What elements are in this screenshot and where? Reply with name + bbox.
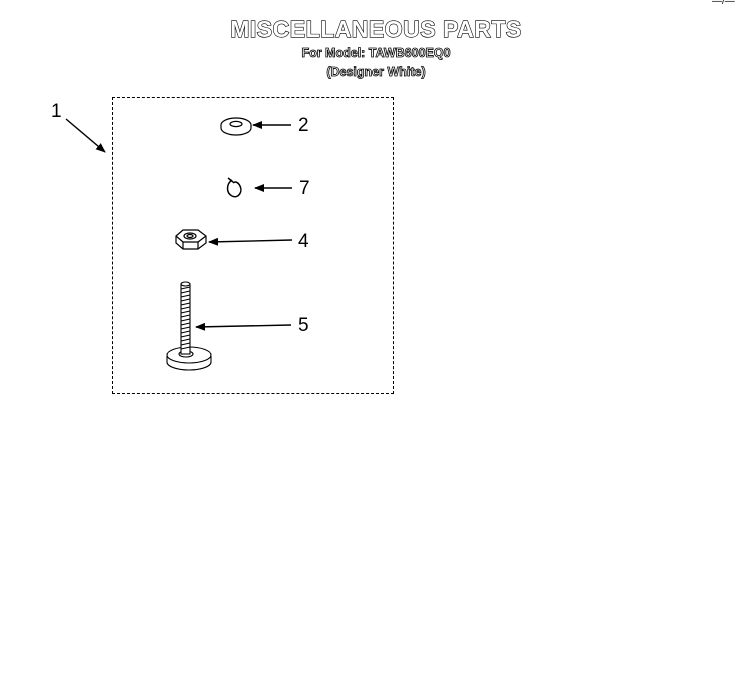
callout-washer: 2 xyxy=(298,115,309,136)
nut-leader-arrow xyxy=(208,237,293,246)
callout-leveling-foot: 5 xyxy=(298,315,309,336)
washer-part xyxy=(220,117,252,136)
leveling-foot-leader-arrow xyxy=(195,322,292,331)
model-line: For Model: TAWB600EQ0 xyxy=(301,46,451,61)
corner-mark: —/— xyxy=(712,0,735,7)
diagram-title: MISCELLANEOUS PARTS xyxy=(230,15,522,42)
kit-leader-arrow xyxy=(65,118,106,153)
callout-kit: 1 xyxy=(51,101,62,122)
parts-kit-frame xyxy=(112,97,394,394)
nut-part xyxy=(175,229,207,250)
leveling-foot-part xyxy=(166,281,212,371)
clip-part xyxy=(226,177,242,198)
color-line: (Designer White) xyxy=(326,65,426,80)
callout-nut: 4 xyxy=(298,231,309,252)
callout-clip: 7 xyxy=(299,178,310,199)
